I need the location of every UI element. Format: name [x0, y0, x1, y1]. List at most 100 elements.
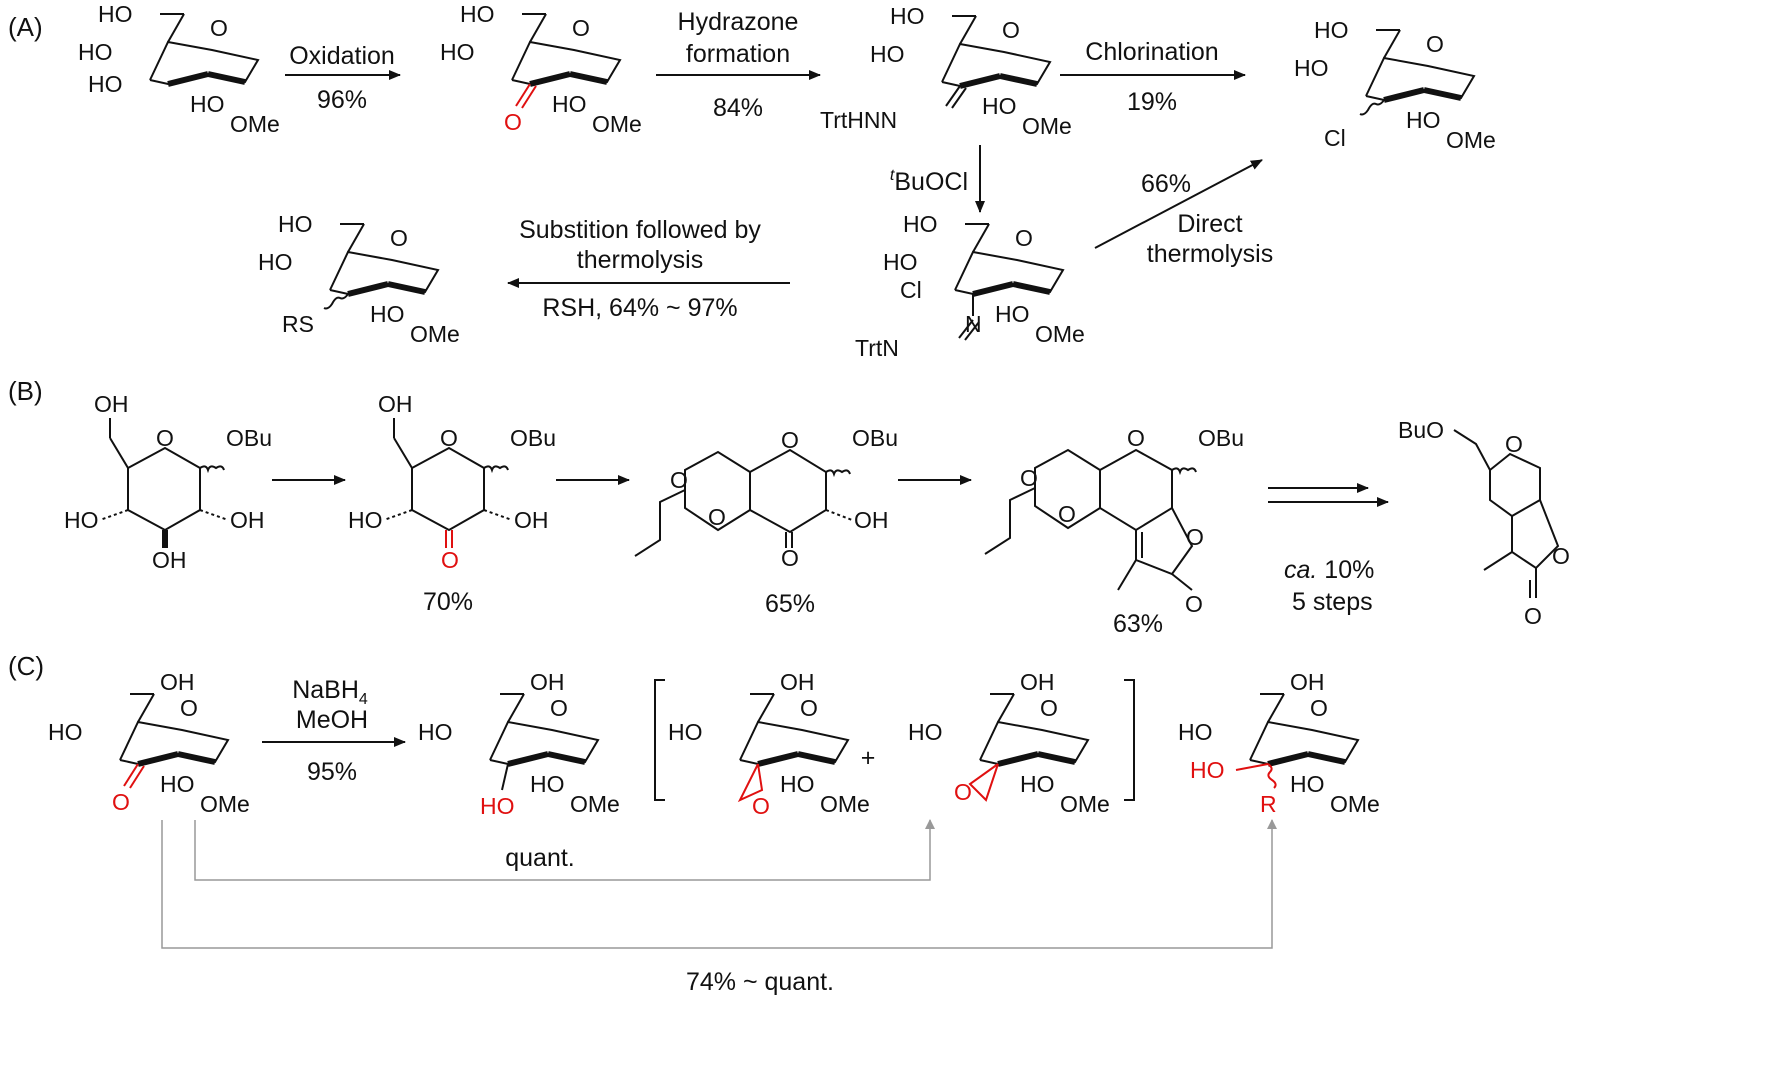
atom-label: HO [88, 71, 123, 97]
atom-label: HO [1406, 107, 1441, 133]
ketone-oxygen: O [112, 789, 130, 815]
hydroxyl-red: HO [480, 793, 515, 819]
bracket-right [1124, 679, 1135, 801]
atom-label: HO [48, 719, 83, 745]
ketone-oxygen: O [441, 547, 459, 573]
atom-label: HO [78, 39, 113, 65]
condition-substitution-line1: Substition followed by [519, 216, 761, 244]
atom-label: HO [982, 93, 1017, 119]
atom-label: OH [1020, 669, 1055, 695]
yield-label: 19% [1127, 88, 1177, 116]
atom-label: OH [160, 669, 195, 695]
panel-a-label: (A) [8, 12, 43, 42]
atom-label: HO [908, 719, 943, 745]
atom-label: OMe [200, 791, 250, 817]
reagent-rsh: RSH, 64% ~ 97% [542, 294, 737, 322]
atom-label: HO [1294, 55, 1329, 81]
reagent-nabh4: NaBH4 [292, 676, 368, 708]
atom-label: HO [780, 771, 815, 797]
atom-label: OMe [592, 111, 642, 137]
reagent-tbuocl: tBuOCl [890, 167, 968, 196]
atom-label: OH [94, 391, 129, 417]
atom-label: HO [460, 1, 495, 27]
atom-label: OH [530, 669, 565, 695]
atom-label: OMe [570, 791, 620, 817]
atom-label: O [210, 15, 228, 41]
atom-label: HO [418, 719, 453, 745]
atom-label: OBu [852, 425, 898, 451]
atom-label: OMe [1330, 791, 1380, 817]
atom-label: O [440, 425, 458, 451]
atom-label: N [965, 311, 982, 337]
multistep-steps: 5 steps [1292, 588, 1373, 616]
atom-label: O [1505, 431, 1523, 457]
yield-label: 96% [317, 86, 367, 114]
atom-label: RS [282, 311, 314, 337]
connector-arrow-range [161, 819, 1277, 949]
atom-label: OH [514, 507, 549, 533]
atom-label: OH [854, 507, 889, 533]
atom-label: OH [378, 391, 413, 417]
panel-b: (B) OH O OBu HO OH OH OH O OBu [8, 376, 1570, 638]
molecule-keto-glucoside: O HO O HO HO OMe [440, 1, 642, 137]
atom-label: OMe [1022, 113, 1072, 139]
atom-label: HO [995, 301, 1030, 327]
yield-label: 65% [765, 590, 815, 618]
atom-label: HO [1290, 771, 1325, 797]
yield-label: 70% [423, 588, 473, 616]
atom-label: O [1524, 603, 1542, 629]
atom-label: HO [98, 1, 133, 27]
atom-label: OMe [410, 321, 460, 347]
condition-hydrazone-line2: formation [686, 40, 790, 68]
epoxide-oxygen: O [752, 793, 770, 819]
atom-label: O [180, 695, 198, 721]
molecule-butyl-ketoglycoside: OH O OBu HO OH O [348, 391, 556, 573]
reaction-arrow [1094, 159, 1263, 249]
hydroxyl-red: HO [1190, 757, 1225, 783]
condition-substitution-line2: thermolysis [577, 246, 703, 274]
molecule-c-epoxide-b: O OH O HO HO OMe [908, 669, 1110, 817]
atom-label: BuO [1398, 417, 1444, 443]
atom-label: Cl [900, 277, 922, 303]
molecule-methyl-glucoside: HO O HO HO HO OMe [78, 1, 280, 137]
reagent-meoh: MeOH [296, 706, 368, 734]
atom-label: O [1040, 695, 1058, 721]
molecule-c-keto: O OH O HO HO OMe [48, 669, 250, 817]
epoxide-oxygen: O [954, 779, 972, 805]
atom-label: OMe [230, 111, 280, 137]
atom-label: HO [348, 507, 383, 533]
multistep-note: ca. 10% [1284, 556, 1374, 584]
atom-label: HO [530, 771, 565, 797]
condition-direct: Direct [1177, 210, 1242, 238]
atom-label: HO [668, 719, 703, 745]
atom-label: HO [552, 91, 587, 117]
atom-label: O [670, 467, 688, 493]
atom-label: O [1020, 465, 1038, 491]
atom-label: O [1186, 524, 1204, 550]
atom-label: HO [64, 507, 99, 533]
yield-label: 63% [1113, 610, 1163, 638]
atom-label: HO [440, 39, 475, 65]
molecule-fused-butenolide: O O O OBu O O [984, 425, 1244, 617]
atom-label: HO [278, 211, 313, 237]
molecule-c-epoxide-a: O OH O HO HO OMe [668, 669, 870, 819]
atom-label: HO [890, 3, 925, 29]
atom-label: HO [370, 301, 405, 327]
yield-label: 84% [713, 94, 763, 122]
atom-label: OMe [1060, 791, 1110, 817]
atom-label: O [781, 545, 799, 571]
molecule-trityl-hydrazone: TrtHNN HO O HO HO OMe [820, 3, 1072, 139]
atom-label: TrtHNN [820, 107, 897, 133]
ketone-oxygen: O [504, 109, 522, 135]
molecule-butyl-glycoside: OH O OBu HO OH OH [64, 391, 272, 573]
range-label: 74% ~ quant. [686, 968, 834, 996]
atom-label: OMe [820, 791, 870, 817]
atom-label: O [1002, 17, 1020, 43]
atom-label: O [781, 427, 799, 453]
plus-sign: + [861, 744, 876, 772]
molecule-furopyranone: BuO O O O [1398, 417, 1570, 629]
atom-label: HO [190, 91, 225, 117]
panel-c: (C) O OH O HO HO OMe NaBH4 MeOH 95% HO O… [8, 651, 1380, 996]
